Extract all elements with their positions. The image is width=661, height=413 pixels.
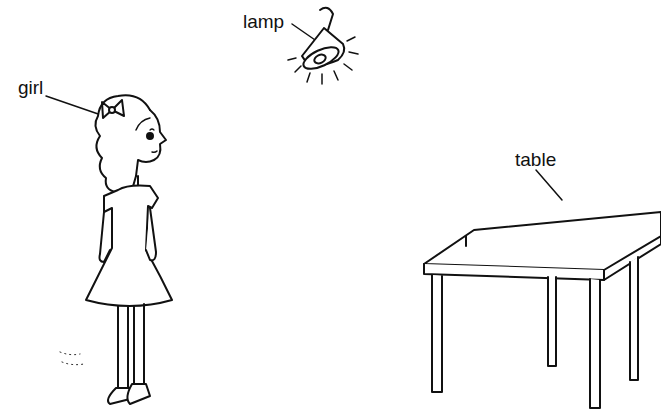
mouth [152, 151, 157, 152]
lamp-drawing [288, 8, 358, 84]
lamp-cord [320, 8, 333, 30]
table-drawing [424, 212, 661, 408]
fringe [136, 118, 150, 130]
eyelash [150, 129, 154, 130]
part-label: table [515, 150, 556, 169]
table-leg [465, 236, 467, 246]
lamp-opening [300, 43, 341, 74]
bow-knot [109, 107, 115, 113]
table-top [424, 212, 661, 270]
hair [95, 95, 150, 194]
leader-line [536, 170, 562, 200]
arm [100, 212, 111, 262]
table-leg [432, 275, 442, 392]
part-label: girl [18, 78, 43, 97]
eye [147, 133, 153, 139]
arm [146, 208, 156, 260]
table-leg [590, 279, 600, 408]
table-leg [630, 257, 638, 380]
hair-bow [102, 100, 124, 118]
neck [137, 176, 139, 186]
leg [118, 306, 128, 388]
leader-line [46, 96, 104, 116]
girl-drawing [60, 95, 172, 404]
table-leg [548, 277, 556, 366]
dress [86, 186, 172, 307]
ground-shading [60, 352, 84, 365]
lamp-bulb [313, 53, 327, 65]
face [136, 110, 166, 176]
shoe [127, 384, 150, 404]
leg [134, 304, 144, 384]
table-edge [424, 264, 604, 280]
part-label: lamp [243, 12, 284, 31]
light-rays [288, 37, 358, 84]
